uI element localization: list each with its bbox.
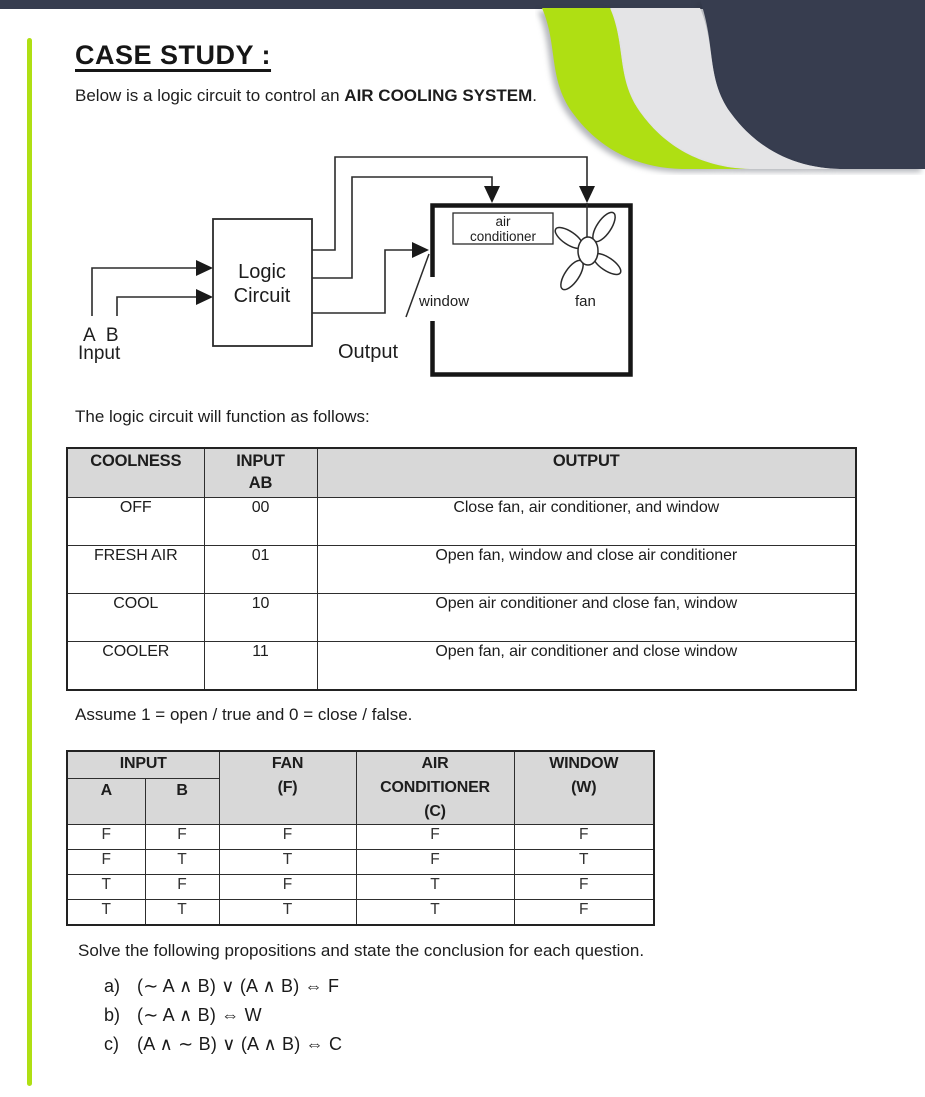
air-conditioner-box [452,212,554,245]
table-row: F F F F F [66,824,655,850]
window-wire [312,249,413,314]
function-table-caption: The logic circuit will function as follo… [75,407,370,426]
air-conditioner-label-line1: air [495,214,511,229]
table-row: T T T T F [66,899,655,926]
table-row: COOL 10 Open air conditioner and close f… [66,593,857,642]
table-row: COOLER 11 Open fan, air conditioner and … [66,641,857,691]
header-a: A [66,777,146,826]
window-label: window [418,293,469,310]
window-open-slash [405,253,430,318]
window-wire-arrowhead [412,242,429,258]
list-item: a) (∼ A ∧ B) ∨ (A ∧ B) ⇔ F [104,972,342,1001]
header-output: OUTPUT [316,447,857,498]
header-fan: FAN(F) [218,750,357,825]
input-a-arrowhead [196,260,213,276]
logic-box-label-line2: Circuit [234,285,291,307]
header-window: WINDOW(W) [513,750,655,825]
input-letters-label: A B [83,325,122,346]
air-conditioner-label-line2: conditioner [470,229,537,244]
list-item: c) (A ∧ ∼ B) ∨ (A ∧ B) ⇔ C [104,1030,342,1059]
input-b-wire [116,296,198,316]
proposition-label: a) [104,976,121,996]
logic-circuit-diagram: Logic Circuit A B Input Output window ai… [78,156,633,377]
input-label: Input [78,343,121,364]
proposition-formula: (A ∧ ∼ B) ∨ (A ∧ B) ⇔ C [137,1034,343,1054]
fan-wire [312,156,588,251]
intro-text: Below is a logic circuit to control an A… [75,86,537,106]
swoosh-gray-shape [610,8,840,169]
intro-prefix: Below is a logic circuit to control an [75,86,345,105]
logic-circuit-box [212,218,313,347]
table-row: FRESH AIR 01 Open fan, window and close … [66,545,857,594]
solve-instruction: Solve the following propositions and sta… [78,941,645,960]
fan-label: fan [575,293,596,310]
ac-wire-arrowhead [484,186,500,203]
room-box [430,203,633,377]
table-row: F T T F T [66,849,655,875]
logic-box-label-line1: Logic [238,261,286,283]
propositions-list: a) (∼ A ∧ B) ∨ (A ∧ B) ⇔ F b) (∼ A ∧ B) … [104,972,342,1059]
intro-bold: AIR COOLING SYSTEM [344,86,533,105]
input-a-wire [91,267,198,316]
corner-swoosh-decoration [542,0,925,169]
top-navy-bar [0,0,925,9]
header-b: B [144,777,220,826]
proposition-formula: (∼ A ∧ B) ⇔ W [137,1005,262,1025]
swoosh-navy-shape [700,0,925,169]
input-b-arrowhead [196,289,213,305]
proposition-label: c) [104,1034,119,1054]
intro-suffix: . [532,86,537,105]
truth-table-header-row2: A B [66,777,654,826]
ac-wire [312,176,493,279]
table-row: T F F T F [66,874,655,900]
swoosh-lime-shape [542,8,750,169]
proposition-label: b) [104,1005,121,1025]
header-coolness: COOLNESS [66,447,205,498]
proposition-formula: (∼ A ∧ B) ∨ (A ∧ B) ⇔ F [137,976,340,996]
assumption-text: Assume 1 = open / true and 0 = close / f… [75,705,413,724]
page-title: CASE STUDY : [75,40,272,70]
output-label: Output [338,341,398,363]
header-input-group: INPUT [66,750,220,779]
list-item: b) (∼ A ∧ B) ⇔ W [104,1001,342,1030]
fan-wire-arrowhead [579,186,595,203]
left-accent-bar [27,38,32,1086]
table-row: OFF 00 Close fan, air conditioner, and w… [66,497,857,546]
fan-icon [554,203,622,291]
